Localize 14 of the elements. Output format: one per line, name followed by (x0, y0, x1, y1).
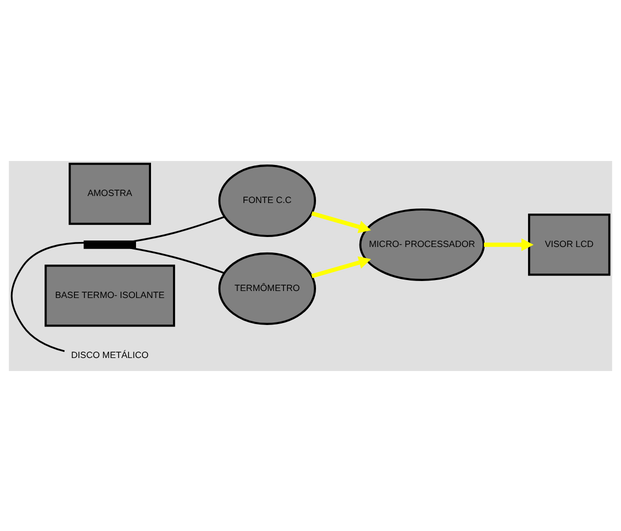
arrow (311, 256, 372, 278)
node-box: VISOR LCD (528, 213, 610, 276)
node-box: AMOSTRA (68, 162, 152, 224)
node-text: DISCO METÁLICO (71, 350, 149, 360)
connector (10, 241, 85, 352)
node-ellipse: MICRO- PROCESSADOR (359, 208, 485, 280)
node-bar (84, 240, 136, 248)
node-box: BASE TERMO- ISOLANTE (44, 264, 176, 326)
node-ellipse: TERMÔMETRO (218, 252, 316, 324)
node-ellipse: FONTE C.C (218, 164, 316, 237)
arrow (484, 238, 534, 251)
connector (130, 246, 225, 274)
arrow (311, 210, 372, 233)
connector (132, 215, 225, 242)
